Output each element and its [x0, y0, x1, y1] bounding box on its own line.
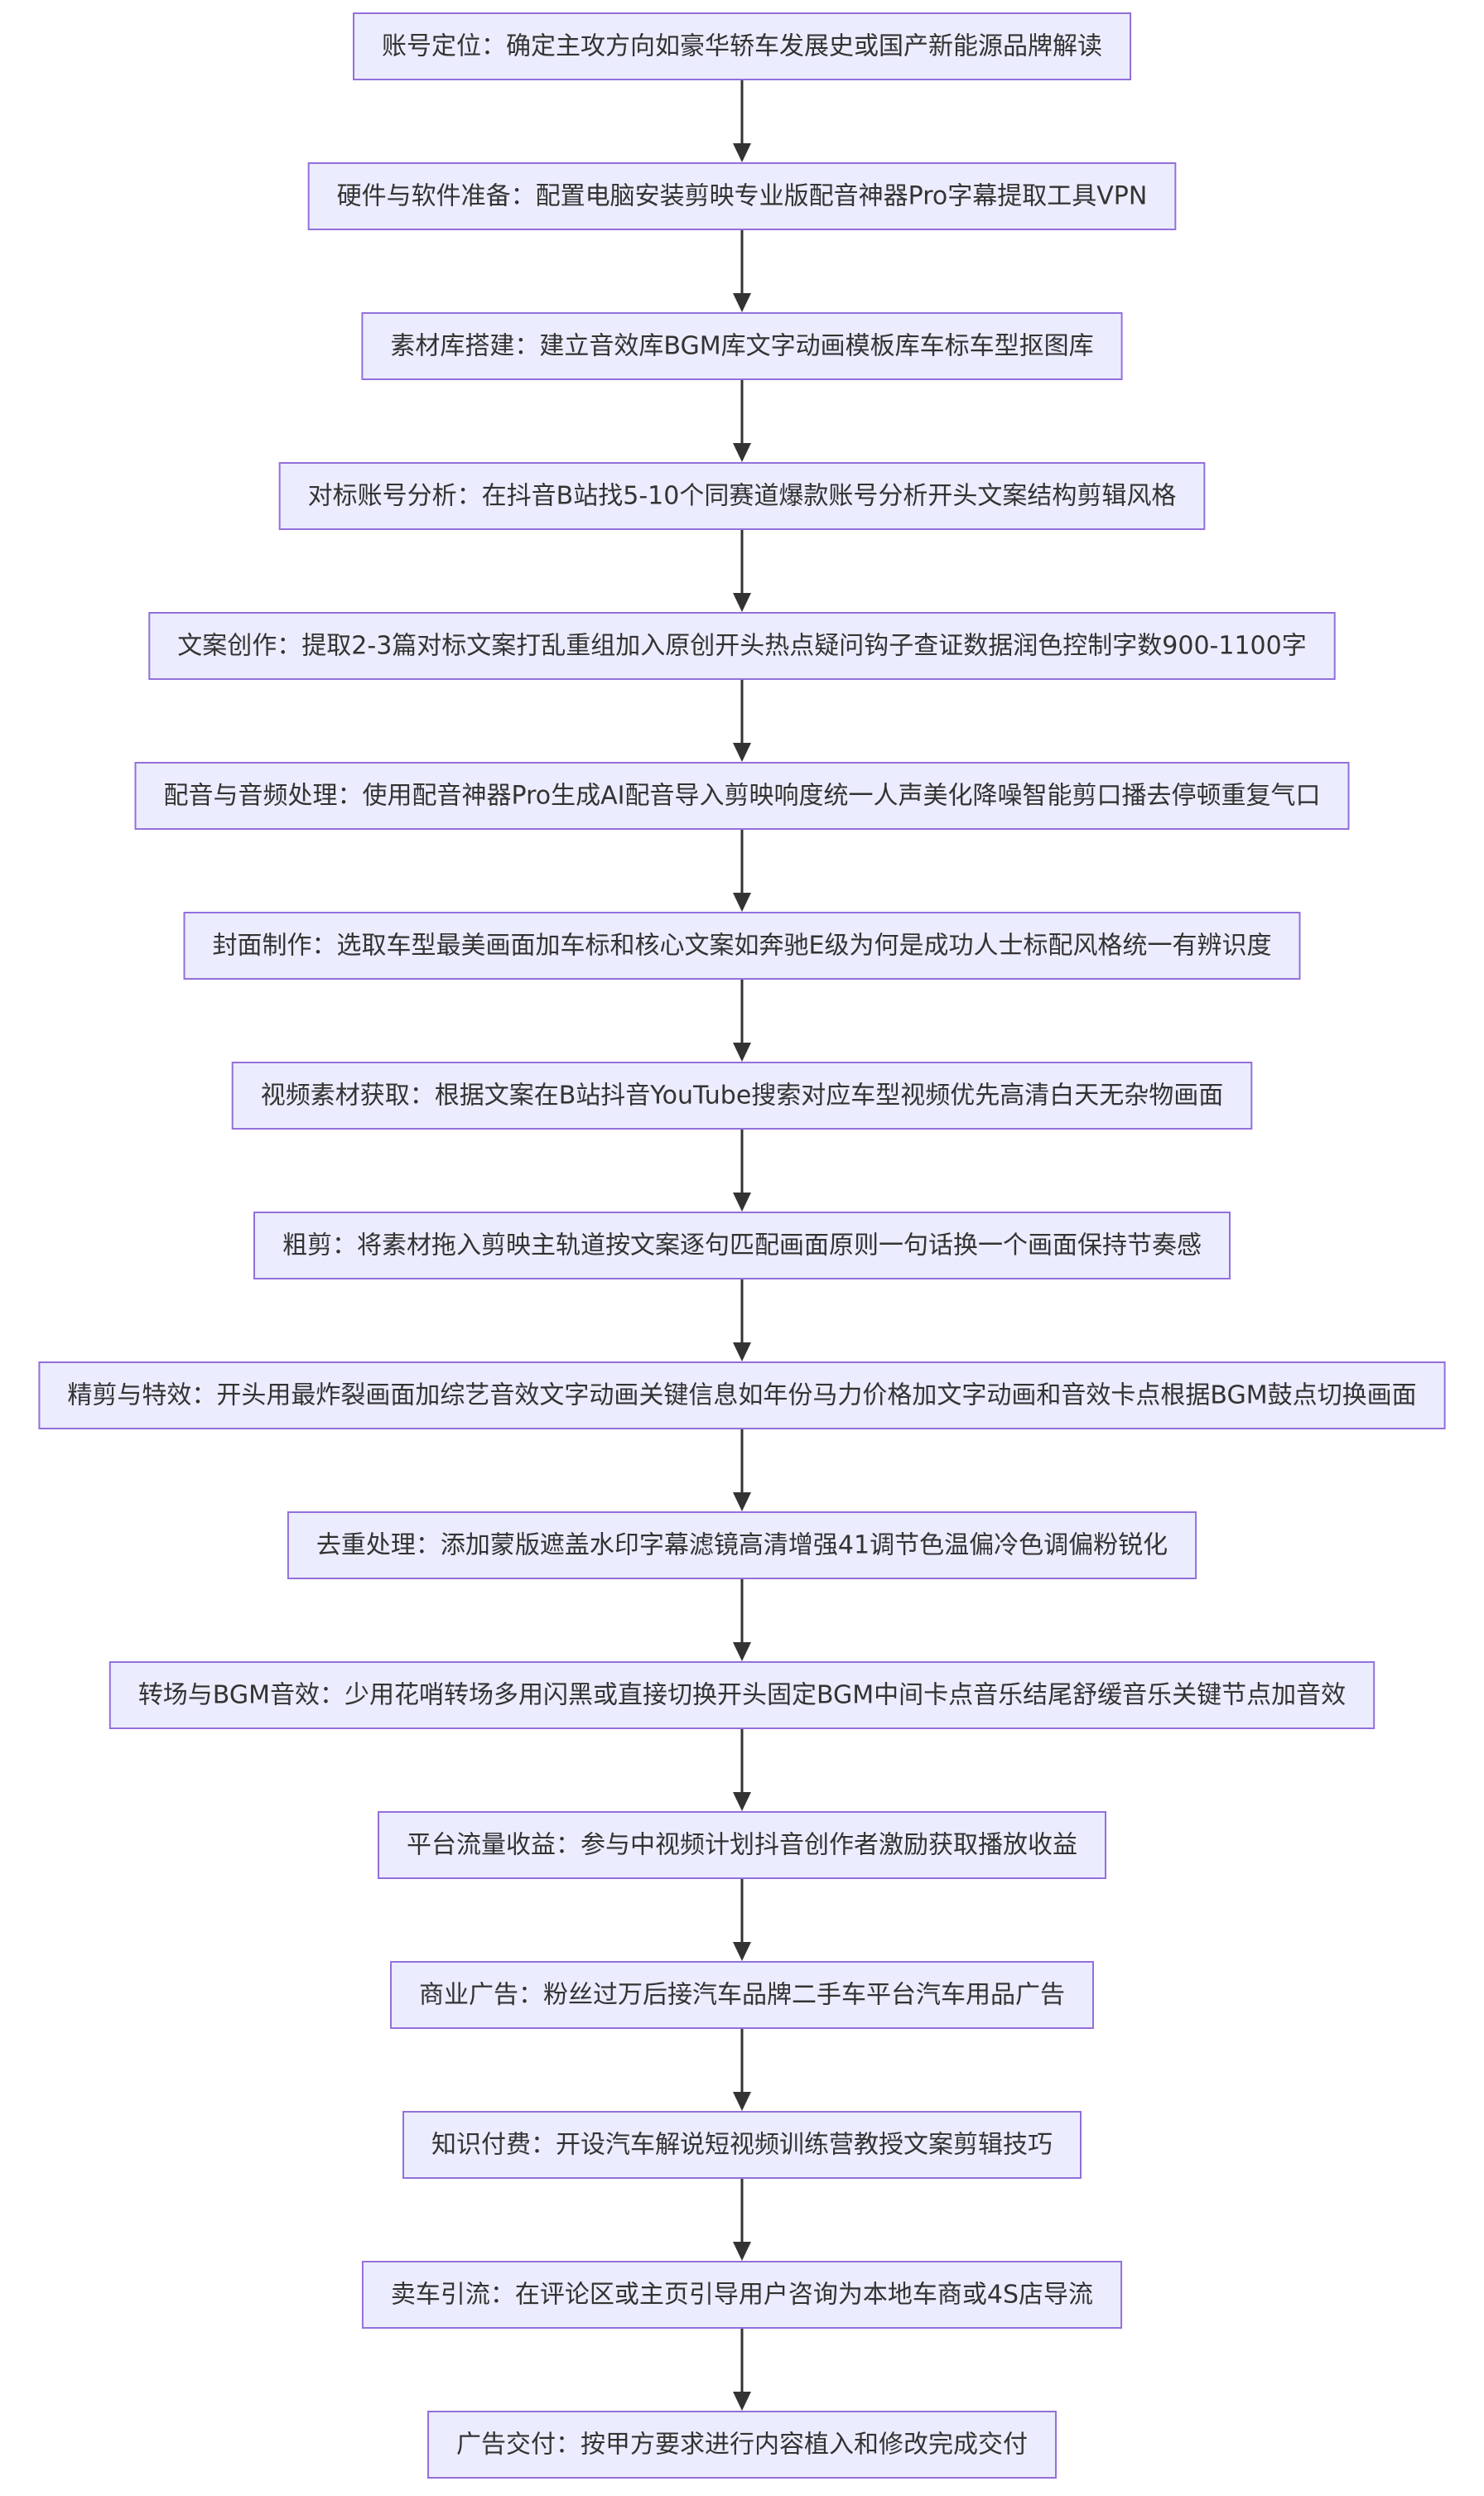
- arrow-down-icon: [733, 893, 751, 912]
- flow-edge: [733, 229, 751, 312]
- node-box: [353, 12, 1131, 80]
- node-box: [231, 1062, 1253, 1130]
- node-box: [134, 762, 1350, 830]
- arrow-down-icon: [733, 1942, 751, 1961]
- flow-node: 转场与BGM音效：少用花哨转场多用闪黑或直接切换开头固定BGM中间卡点音乐结尾舒…: [108, 1661, 1376, 1729]
- flow-node: 商业广告：粉丝过万后接汽车品牌二手车平台汽车用品广告: [390, 1961, 1094, 2029]
- node-label: 转场与BGM音效：少用花哨转场多用闪黑或直接切换开头固定BGM中间卡点音乐结尾舒…: [138, 1681, 1346, 1710]
- arrow-down-icon: [733, 1043, 751, 1062]
- node-box: [307, 162, 1177, 230]
- flow-edge: [733, 1279, 751, 1361]
- flow-edge: [733, 1878, 751, 1961]
- node-label: 精剪与特效：开头用最炸裂画面加综艺音效文字动画关键信息如年份马力价格加文字动画和…: [67, 1381, 1416, 1410]
- node-label: 硬件与软件准备：配置电脑安装剪映专业版配音神器Pro字幕提取工具VPN: [337, 182, 1148, 211]
- node-label: 平台流量收益：参与中视频计划抖音创作者激励获取播放收益: [407, 1831, 1077, 1860]
- arrow-down-icon: [733, 1492, 751, 1511]
- node-label: 知识付费：开设汽车解说短视频训练营教授文案剪辑技巧: [431, 2131, 1053, 2160]
- node-box: [148, 612, 1336, 680]
- flow-node: 封面制作：选取车型最美画面加车标和核心文案如奔驰E级为何是成功人士标配风格统一有…: [183, 912, 1301, 980]
- node-box: [287, 1511, 1197, 1579]
- flow-node: 粗剪：将素材拖入剪映主轨道按文案逐句匹配画面原则一句话换一个画面保持节奏感: [253, 1212, 1231, 1279]
- flow-edge: [733, 2328, 751, 2411]
- nodes-layer: 账号定位：确定主攻方向如豪华轿车发展史或国产新能源品牌解读硬件与软件准备：配置电…: [38, 12, 1446, 2479]
- flow-edge: [733, 1429, 751, 1511]
- flow-edge: [733, 1578, 751, 1661]
- arrow-down-icon: [733, 143, 751, 162]
- edges-layer: [733, 80, 751, 2411]
- flow-edge: [733, 2178, 751, 2261]
- flow-edge: [733, 80, 751, 162]
- node-label: 去重处理：添加蒙版遮盖水印字幕滤镜高清增强41调节色温偏冷色调偏粉锐化: [316, 1531, 1168, 1560]
- node-box: [378, 1811, 1106, 1879]
- node-box: [253, 1212, 1231, 1279]
- flow-node: 广告交付：按甲方要求进行内容植入和修改完成交付: [427, 2411, 1057, 2479]
- arrow-down-icon: [733, 1193, 751, 1212]
- flow-node: 卖车引流：在评论区或主页引导用户咨询为本地车商或4S店导流: [361, 2261, 1123, 2329]
- arrow-down-icon: [733, 743, 751, 762]
- node-label: 卖车引流：在评论区或主页引导用户咨询为本地车商或4S店导流: [391, 2281, 1093, 2310]
- node-label: 广告交付：按甲方要求进行内容植入和修改完成交付: [456, 2431, 1028, 2460]
- flow-node: 平台流量收益：参与中视频计划抖音创作者激励获取播放收益: [378, 1811, 1106, 1879]
- node-box: [402, 2111, 1082, 2179]
- flow-edge: [733, 979, 751, 1062]
- node-label: 商业广告：粉丝过万后接汽车品牌二手车平台汽车用品广告: [419, 1981, 1065, 2010]
- flow-node: 知识付费：开设汽车解说短视频训练营教授文案剪辑技巧: [402, 2111, 1082, 2179]
- flow-node: 对标账号分析：在抖音B站找5-10个同赛道爆款账号分析开头文案结构剪辑风格: [278, 462, 1206, 530]
- flow-node: 配音与音频处理：使用配音神器Pro生成AI配音导入剪映响度统一人声美化降噪智能剪…: [134, 762, 1350, 830]
- flow-node: 硬件与软件准备：配置电脑安装剪映专业版配音神器Pro字幕提取工具VPN: [307, 162, 1177, 230]
- node-box: [361, 2261, 1123, 2329]
- flow-node: 素材库搭建：建立音效库BGM库文字动画模板库车标车型抠图库: [361, 312, 1123, 380]
- arrow-down-icon: [733, 2092, 751, 2111]
- flow-edge: [733, 1129, 751, 1212]
- node-box: [38, 1361, 1446, 1429]
- flow-edge: [733, 2028, 751, 2111]
- node-label: 文案创作：提取2-3篇对标文案打乱重组加入原创开头热点疑问钩子查证数据润色控制字…: [177, 632, 1306, 661]
- arrow-down-icon: [733, 593, 751, 612]
- flow-edge: [733, 679, 751, 762]
- node-label: 封面制作：选取车型最美画面加车标和核心文案如奔驰E级为何是成功人士标配风格统一有…: [213, 932, 1272, 961]
- node-label: 粗剪：将素材拖入剪映主轨道按文案逐句匹配画面原则一句话换一个画面保持节奏感: [282, 1231, 1202, 1260]
- node-box: [427, 2411, 1057, 2479]
- node-box: [108, 1661, 1376, 1729]
- flow-node: 视频素材获取：根据文案在B站抖音YouTube搜索对应车型视频优先高清白天无杂物…: [231, 1062, 1253, 1130]
- flow-node: 去重处理：添加蒙版遮盖水印字幕滤镜高清增强41调节色温偏冷色调偏粉锐化: [287, 1511, 1197, 1579]
- flow-edge: [733, 379, 751, 462]
- node-label: 对标账号分析：在抖音B站找5-10个同赛道爆款账号分析开头文案结构剪辑风格: [308, 482, 1177, 511]
- node-label: 视频素材获取：根据文案在B站抖音YouTube搜索对应车型视频优先高清白天无杂物…: [261, 1082, 1224, 1111]
- node-box: [278, 462, 1206, 530]
- node-box: [390, 1961, 1094, 2029]
- flow-edge: [733, 529, 751, 612]
- flow-edge: [733, 829, 751, 912]
- arrow-down-icon: [733, 293, 751, 312]
- arrow-down-icon: [733, 1792, 751, 1811]
- node-label: 素材库搭建：建立音效库BGM库文字动画模板库车标车型抠图库: [390, 332, 1093, 361]
- node-box: [361, 312, 1123, 380]
- arrow-down-icon: [733, 1642, 751, 1661]
- arrow-down-icon: [733, 1342, 751, 1361]
- flow-node: 账号定位：确定主攻方向如豪华轿车发展史或国产新能源品牌解读: [353, 12, 1131, 80]
- arrow-down-icon: [733, 443, 751, 462]
- flow-node: 精剪与特效：开头用最炸裂画面加综艺音效文字动画关键信息如年份马力价格加文字动画和…: [38, 1361, 1446, 1429]
- node-label: 账号定位：确定主攻方向如豪华轿车发展史或国产新能源品牌解读: [382, 32, 1102, 61]
- flow-edge: [733, 1728, 751, 1811]
- arrow-down-icon: [733, 2392, 751, 2411]
- node-box: [183, 912, 1301, 980]
- node-label: 配音与音频处理：使用配音神器Pro生成AI配音导入剪映响度统一人声美化降噪智能剪…: [164, 782, 1321, 811]
- flow-node: 文案创作：提取2-3篇对标文案打乱重组加入原创开头热点疑问钩子查证数据润色控制字…: [148, 612, 1336, 680]
- arrow-down-icon: [733, 2242, 751, 2261]
